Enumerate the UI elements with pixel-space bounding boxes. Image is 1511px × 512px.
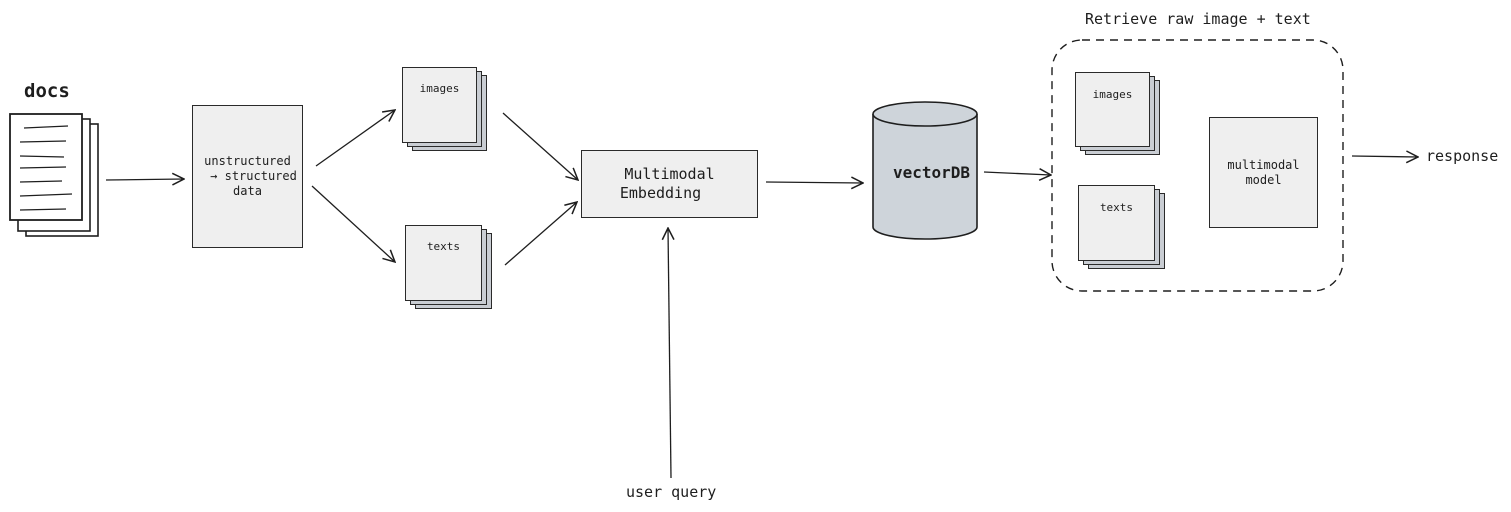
vectordb-label: vectorDB xyxy=(893,163,971,182)
model-label-line1: multimodal xyxy=(1227,157,1300,172)
arrow-embedding-to-vectordb xyxy=(765,182,863,183)
retrieve-group xyxy=(1051,39,1344,292)
images-label: images xyxy=(419,82,460,95)
retrieved-images-label: images xyxy=(1092,88,1133,101)
arrow-converter-to-images xyxy=(315,110,395,167)
response-label: response xyxy=(1426,147,1499,165)
vectordb-cylinder xyxy=(872,101,978,240)
converter-box: unstructured → structured data xyxy=(192,105,303,248)
arrow-images-to-embedding xyxy=(502,112,578,180)
retrieved-texts-card: texts xyxy=(1078,185,1155,261)
arrow-retrieve-to-response xyxy=(1351,156,1418,157)
converter-label-line3: data xyxy=(233,184,262,198)
converter-label-line1: unstructured xyxy=(204,154,291,168)
model-box: multimodal model xyxy=(1209,117,1318,228)
embedding-label-line1: Multimodal xyxy=(624,165,715,183)
docs-icon xyxy=(9,113,99,237)
retrieved-images-card: images xyxy=(1075,72,1150,147)
images-card: images xyxy=(402,67,477,143)
arrow-vectordb-to-retrieve xyxy=(983,172,1051,175)
model-label-line2: model xyxy=(1245,172,1282,187)
texts-label: texts xyxy=(426,240,461,253)
converter-label-line2: → structured xyxy=(210,169,297,183)
arrow-docs-to-converter xyxy=(105,179,184,180)
retrieve-title: Retrieve raw image + text xyxy=(1085,10,1311,28)
arrow-query-to-embedding xyxy=(668,228,671,479)
arrow-texts-to-embedding xyxy=(504,202,577,266)
docs-label: docs xyxy=(24,80,70,102)
arrow-converter-to-texts xyxy=(311,185,395,262)
texts-card: texts xyxy=(405,225,482,301)
embedding-label-line2: Embedding xyxy=(619,184,702,202)
user-query-label: user query xyxy=(626,483,717,501)
retrieved-texts-label: texts xyxy=(1099,201,1134,214)
embedding-box: Multimodal Embedding xyxy=(581,150,758,218)
